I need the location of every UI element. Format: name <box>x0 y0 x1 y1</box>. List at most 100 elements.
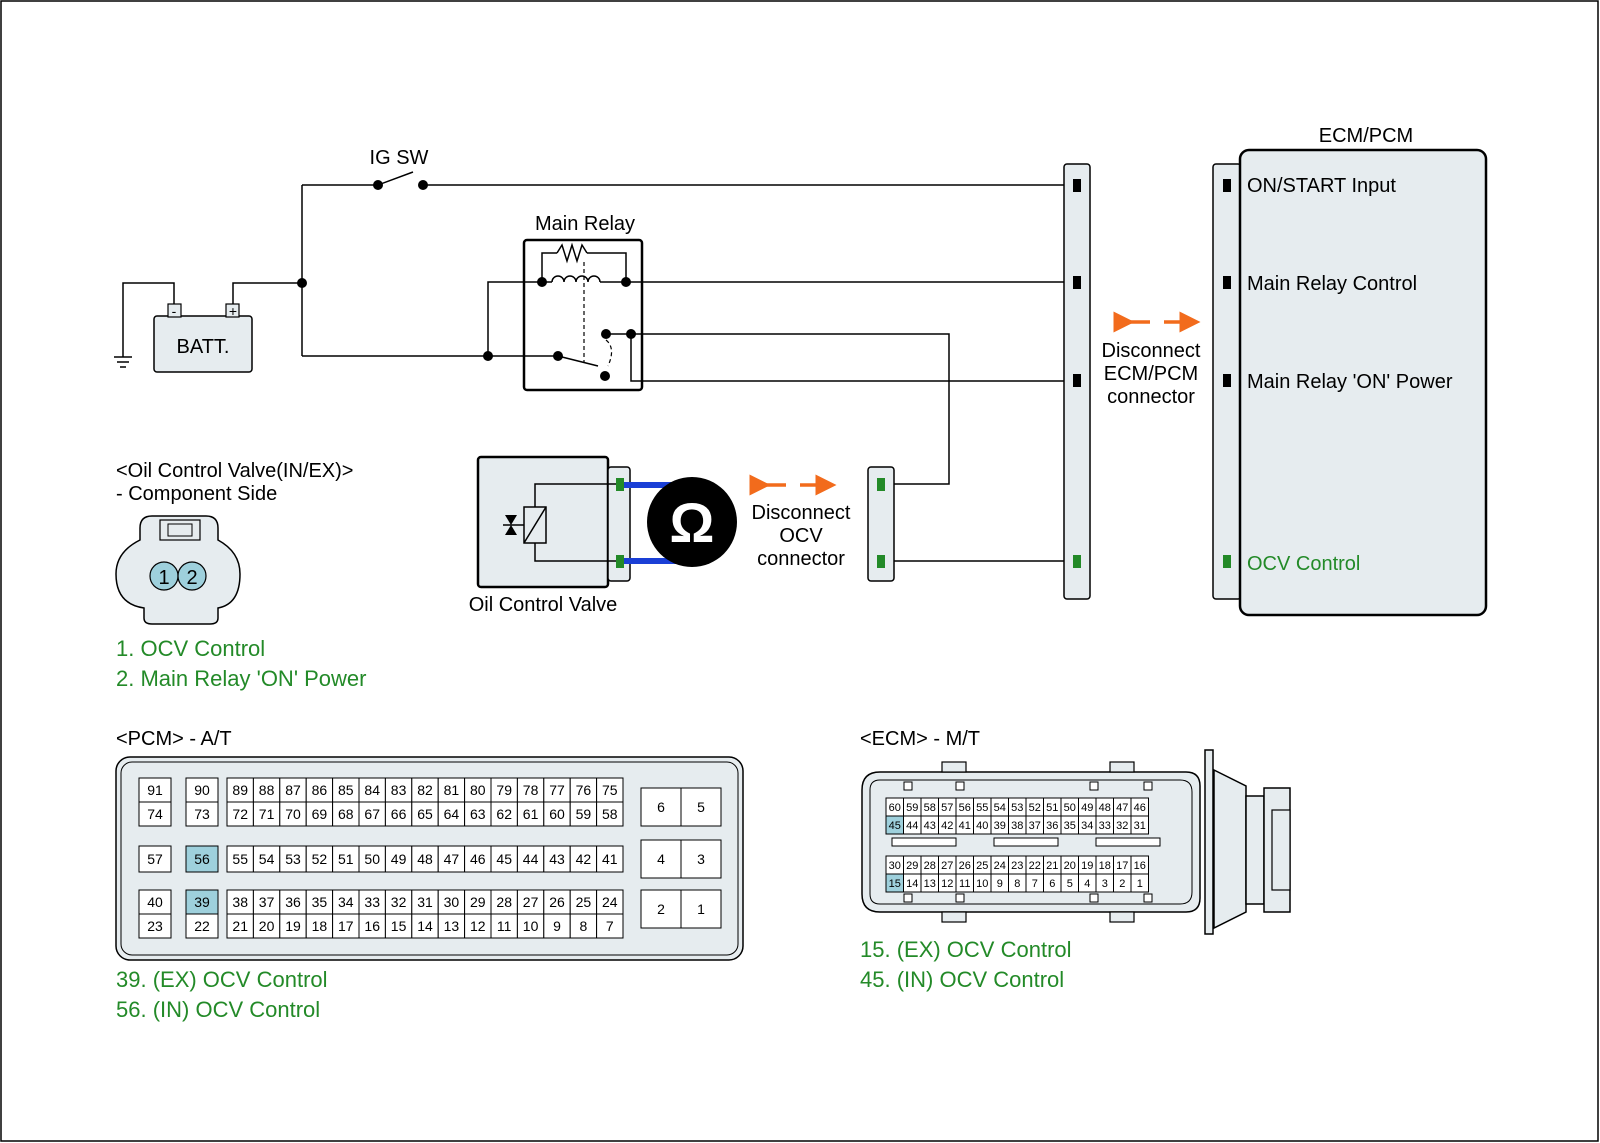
ecm-pin-51: 51 <box>1046 802 1058 814</box>
ecm-pin-53: 53 <box>1011 802 1023 814</box>
ecm-pin-9: 9 <box>997 878 1003 890</box>
pcm-pin-64: 64 <box>444 806 460 822</box>
disconnect-ecm-line2: ECM/PCM <box>1104 363 1198 385</box>
pcm-pin-82-box <box>411 777 439 803</box>
ecm-pin-2: 2 <box>1119 878 1125 890</box>
pcm-pin-19-box <box>279 913 307 939</box>
pcm-pin-91-box <box>138 777 172 803</box>
pcm-pin-59: 59 <box>576 806 592 822</box>
main-relay-label: Main Relay <box>535 213 635 235</box>
ecm-pin-37: 37 <box>1029 820 1041 832</box>
pcm-legend-2: 56. (IN) OCV Control <box>116 997 320 1022</box>
pcm-pin-66-box <box>384 801 413 827</box>
ecm-pin-1-box <box>1130 873 1149 893</box>
pcm-pin-37: 37 <box>259 894 275 910</box>
pcm-pin-17-box <box>332 913 360 939</box>
pcm-pin-87: 87 <box>285 782 301 798</box>
pcm-pin-23: 23 <box>147 918 163 934</box>
pcm-pin-67: 67 <box>364 806 380 822</box>
pcm-pin-43: 43 <box>549 851 565 867</box>
pcm-pin-68: 68 <box>338 806 354 822</box>
ecm-pin-main-relay-control: Main Relay Control <box>1247 273 1417 295</box>
ecm-connector-shell <box>861 749 1291 935</box>
pcm-pin-29: 29 <box>470 894 486 910</box>
pcm-pin-11: 11 <box>497 918 512 934</box>
pcm-pin-67-box <box>358 801 386 827</box>
pcm-pin-25: 25 <box>576 894 592 910</box>
pcm-pin-38-box <box>226 889 254 915</box>
pcm-pin-60: 60 <box>549 806 565 822</box>
pcm-pin-54: 54 <box>259 851 275 867</box>
pcm-pin-46: 46 <box>470 851 486 867</box>
ocv-legend-1: 1. OCV Control <box>116 636 265 661</box>
ecm-pin-32: 32 <box>1116 820 1128 832</box>
ecm-legend-2: 45. (IN) OCV Control <box>860 967 1064 992</box>
ecm-pin-38: 38 <box>1011 820 1023 832</box>
pcm-pin-79: 79 <box>496 782 512 798</box>
ohm-symbol: Ω <box>670 491 715 554</box>
ecm-pin-16: 16 <box>1134 860 1146 872</box>
pcm-pin-22: 22 <box>194 918 210 934</box>
pcm-pin-85: 85 <box>338 782 354 798</box>
pcm-pin-6-box <box>640 787 682 827</box>
ocv-connector-title: <Oil Control Valve(IN/EX)> <box>116 460 354 482</box>
pcm-pin-28: 28 <box>496 894 512 910</box>
ecm-pin-27: 27 <box>941 860 953 872</box>
battery-label: BATT. <box>177 336 230 358</box>
pcm-pin-39: 39 <box>194 894 210 910</box>
pcm-pin-52: 52 <box>312 851 328 867</box>
ecm-pin-4: 4 <box>1084 878 1090 890</box>
pcm-pin-65-box <box>411 801 439 827</box>
pcm-pin-53: 53 <box>285 851 301 867</box>
ecm-pin-57: 57 <box>941 802 953 814</box>
pcm-pin-61-box <box>516 801 545 827</box>
ecm-pin-28: 28 <box>924 860 936 872</box>
ecm-pin-47: 47 <box>1116 802 1128 814</box>
ecm-pin-5: 5 <box>1067 878 1073 890</box>
pcm-pin-5: 5 <box>697 799 705 815</box>
pcm-pin-46-box <box>464 845 492 873</box>
ecm-pin-19: 19 <box>1081 860 1093 872</box>
ecm-pin-58: 58 <box>924 802 936 814</box>
ecm-pin-43: 43 <box>924 820 936 832</box>
pcm-pin-70-box <box>279 801 307 827</box>
pcm-pin-35: 35 <box>312 894 328 910</box>
pcm-pin-51-box <box>332 845 360 873</box>
pcm-pin-14: 14 <box>417 918 433 934</box>
ecm-pin-21: 21 <box>1046 860 1058 872</box>
ecm-pin-3: 3 <box>1102 878 1108 890</box>
ocv-legend-2: 2. Main Relay 'ON' Power <box>116 666 367 691</box>
pcm-pin-32: 32 <box>391 894 407 910</box>
pcm-pin-11-box <box>490 913 518 939</box>
ecm-pin-26: 26 <box>959 860 971 872</box>
pcm-pin-22-box <box>185 913 219 939</box>
pcm-pin-15: 15 <box>391 918 407 934</box>
pcm-pin-16-box <box>358 913 386 939</box>
pcm-pin-58-box <box>596 801 624 827</box>
pcm-pin-74: 74 <box>147 806 163 822</box>
ecm-pin-20: 20 <box>1064 860 1076 872</box>
pcm-pin-81: 81 <box>444 782 460 798</box>
pcm-pin-1: 1 <box>697 901 705 917</box>
pcm-pin-13: 13 <box>444 918 460 934</box>
ecm-pin-13: 13 <box>924 878 936 890</box>
pcm-pin-30-box <box>437 889 466 915</box>
ecm-connector-title: <ECM> - M/T <box>860 728 980 750</box>
pcm-pin-47: 47 <box>444 851 460 867</box>
ecm-pin-50: 50 <box>1064 802 1076 814</box>
pcm-pin-16: 16 <box>364 918 380 934</box>
disconnect-ocv-line3: connector <box>757 548 845 570</box>
pcm-pin-5-box <box>680 787 722 827</box>
pcm-pin-72: 72 <box>232 806 248 822</box>
pcm-pin-18-box <box>305 913 334 939</box>
ecm-pin-18: 18 <box>1099 860 1111 872</box>
disconnect-ecm-line1: Disconnect <box>1102 340 1201 362</box>
ecm-pin-30: 30 <box>889 860 901 872</box>
pcm-pin-21: 21 <box>232 918 248 934</box>
pcm-pin-80: 80 <box>470 782 486 798</box>
pcm-legend-1: 39. (EX) OCV Control <box>116 967 328 992</box>
ecm-pin-15: 15 <box>889 878 901 890</box>
pcm-connector-title: <PCM> - A/T <box>116 728 232 750</box>
disconnect-ecm-line3: connector <box>1107 386 1195 408</box>
